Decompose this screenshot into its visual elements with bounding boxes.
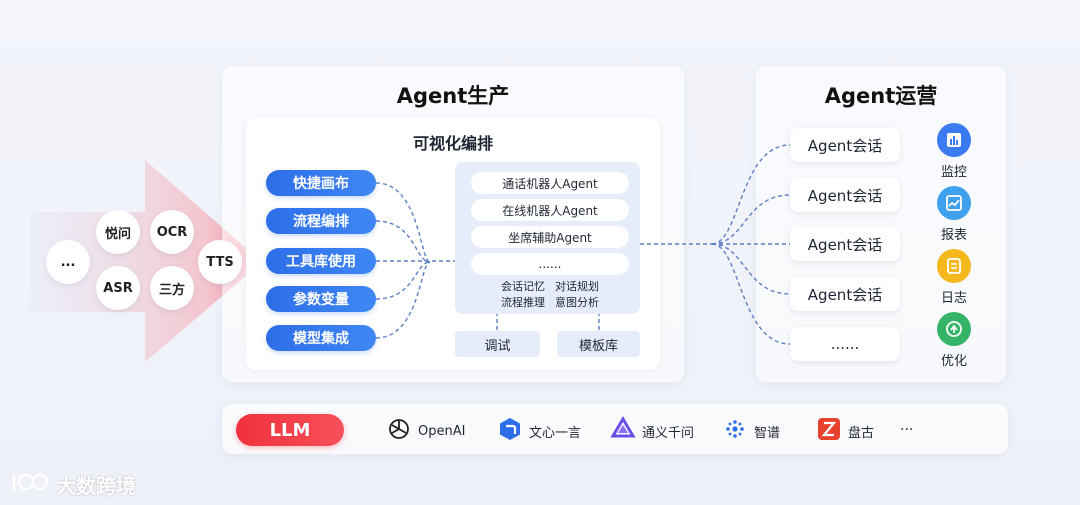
vendor-wenxin: 文心一言 bbox=[497, 416, 581, 446]
vendor-label: 智谱 bbox=[754, 425, 781, 441]
watermark-text: 大数跨境 bbox=[56, 474, 136, 498]
vendor-label: 文心一言 bbox=[529, 425, 582, 441]
tool-quick-canvas: 快捷画布 bbox=[266, 170, 376, 196]
template-library-box: 模板库 bbox=[557, 331, 640, 357]
optimize-icon bbox=[937, 312, 971, 346]
agent-online-robot: 在线机器人Agent bbox=[471, 199, 629, 221]
zhipu-icon bbox=[722, 416, 748, 446]
debug-box: 调试 bbox=[455, 331, 540, 357]
input-yuewen: 悦问 bbox=[96, 210, 140, 254]
operations-title: Agent运营 bbox=[824, 84, 938, 108]
op-label-log: 日志 bbox=[940, 291, 967, 306]
tool-toolkit-usage: 工具库使用 bbox=[266, 248, 376, 274]
op-label-monitor: 监控 bbox=[940, 165, 967, 180]
tool-flow-orchestration: 流程编排 bbox=[266, 208, 376, 234]
vendor-more: ... bbox=[900, 418, 914, 434]
capability-intent-analysis: 意图分析 bbox=[555, 296, 599, 309]
production-title: Agent生产 bbox=[396, 84, 510, 108]
agent-session-1: Agent会话 bbox=[790, 128, 900, 162]
agent-session-4: Agent会话 bbox=[790, 277, 900, 311]
vendor-tongyi: 通义千问 bbox=[610, 416, 694, 446]
tongyi-icon bbox=[610, 416, 636, 446]
tool-model-integration: 模型集成 bbox=[266, 325, 376, 351]
watermark: 大数跨境 bbox=[10, 470, 136, 499]
agent-seat-assist: 坐席辅助Agent bbox=[471, 226, 629, 248]
tool-parameter-variables: 参数变量 bbox=[266, 286, 376, 312]
agent-session-2: Agent会话 bbox=[790, 178, 900, 212]
llm-label: LLM bbox=[236, 414, 344, 446]
vendor-label: OpenAI bbox=[418, 423, 466, 439]
input-sanfang: 三方 bbox=[150, 266, 194, 310]
input-asr: ASR bbox=[96, 266, 140, 310]
canvas-title: 可视化编排 bbox=[412, 134, 493, 153]
op-label-report: 报表 bbox=[940, 228, 967, 243]
report-icon bbox=[937, 186, 971, 220]
op-label-optimize: 优化 bbox=[940, 354, 967, 369]
pangu-icon bbox=[816, 416, 842, 446]
capability-flow-reasoning: 流程推理 bbox=[501, 296, 545, 309]
vendor-zhipu: 智谱 bbox=[722, 416, 780, 446]
llm-bar bbox=[222, 404, 1008, 454]
input-tts: TTS bbox=[198, 240, 242, 284]
monitor-icon bbox=[937, 123, 971, 157]
capability-dialog-planning: 对话规划 bbox=[555, 280, 599, 293]
vendor-label: 通义千问 bbox=[642, 425, 695, 441]
watermark-logo-icon bbox=[10, 470, 50, 499]
vendor-label: 盘古 bbox=[848, 425, 875, 441]
openai-icon bbox=[386, 416, 412, 446]
capability-session-memory: 会话记忆 bbox=[501, 280, 545, 293]
agent-more: ...... bbox=[471, 253, 629, 275]
input-ocr: OCR bbox=[150, 210, 194, 254]
input-more: ... bbox=[46, 240, 90, 284]
log-icon bbox=[937, 249, 971, 283]
agent-call-robot: 通话机器人Agent bbox=[471, 172, 629, 194]
vendor-openai: OpenAI bbox=[386, 416, 465, 446]
vendor-pangu: 盘古 bbox=[816, 416, 874, 446]
agent-session-more: ...... bbox=[790, 327, 900, 361]
agent-session-3: Agent会话 bbox=[790, 227, 900, 261]
wenxin-icon bbox=[497, 416, 523, 446]
